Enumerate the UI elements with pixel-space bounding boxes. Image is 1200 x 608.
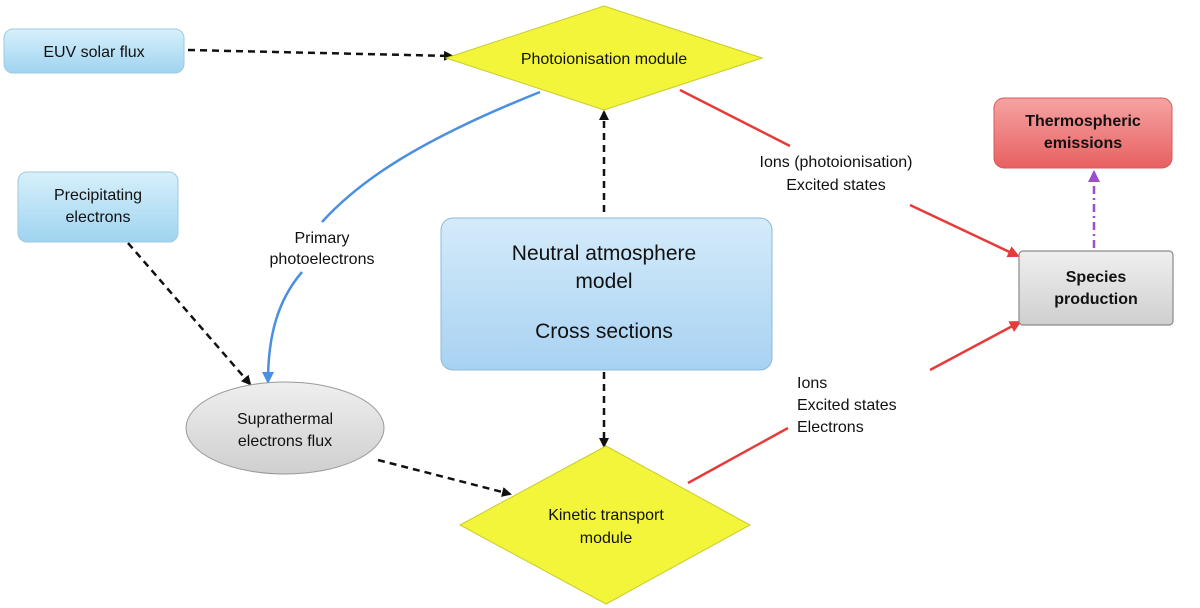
arrow-precipitating-to-suprathermal: [127, 242, 252, 386]
thermospheric-emissions-line1: Thermospheric: [1025, 113, 1141, 130]
node-kinetic-transport: Kinetic transport module: [458, 445, 752, 605]
node-suprathermal-flux: Suprathermal electrons flux: [185, 381, 385, 475]
suprathermal-flux-line1: Suprathermal: [237, 411, 333, 428]
label-primary-photoelectrons: Primary photoelectrons: [270, 230, 375, 268]
arrow-kinetic-to-species-a: [687, 426, 789, 485]
thermospheric-emissions-line2: emissions: [1044, 135, 1122, 152]
node-precipitating-electrons: Precipitating electrons: [17, 171, 179, 243]
ions-excited-electrons-line2: Excited states: [797, 397, 897, 414]
node-photoionisation-module: Photoionisation module: [444, 5, 764, 111]
neutral-atmosphere-line1: Neutral atmosphere: [512, 242, 696, 265]
arrow-kinetic-to-species-b: [929, 320, 1022, 372]
primary-photoelectrons-line1: Primary: [294, 230, 349, 247]
species-production-line2: production: [1054, 291, 1138, 308]
primary-photoelectrons-line2: photoelectrons: [270, 251, 375, 268]
arrow-photoionisation-to-suprathermal-tail: [262, 271, 303, 384]
arrow-photoionisation-to-species-a: [679, 88, 791, 148]
kinetic-transport-line2: module: [580, 530, 633, 547]
precipitating-electrons-line1: Precipitating: [54, 187, 142, 204]
kinetic-transport-line1: Kinetic transport: [548, 507, 664, 524]
ions-excited-electrons-line1: Ions: [797, 375, 827, 392]
euv-solar-flux-label: EUV solar flux: [43, 44, 144, 61]
photoionisation-module-label: Photoionisation module: [521, 51, 687, 68]
arrow-suprathermal-to-kinetic: [377, 458, 512, 497]
node-euv-solar-flux: EUV solar flux: [3, 28, 185, 74]
neutral-atmosphere-line2: model: [575, 270, 632, 293]
node-thermospheric-emissions: Thermospheric emissions: [993, 97, 1173, 169]
precipitating-electrons-line2: electrons: [66, 209, 131, 226]
arrow-photoionisation-to-suprathermal: [321, 90, 541, 223]
arrow-euv-to-photoionisation: [187, 48, 454, 61]
label-ions-excited-electrons: Ions Excited states Electrons: [797, 375, 897, 436]
node-neutral-atmosphere: Neutral atmosphere model Cross sections: [440, 217, 773, 371]
ions-photoionisation-line1: Ions (photoionisation): [760, 154, 913, 171]
ions-excited-electrons-line3: Electrons: [797, 419, 864, 436]
arrow-photoionisation-to-species-b: [909, 203, 1020, 258]
ions-photoionisation-line2: Excited states: [786, 177, 886, 194]
label-ions-photoionisation: Ions (photoionisation) Excited states: [760, 154, 913, 194]
suprathermal-flux-line2: electrons flux: [238, 433, 332, 450]
neutral-atmosphere-line3: Cross sections: [535, 320, 673, 343]
species-production-line1: Species: [1066, 269, 1127, 286]
node-species-production: Species production: [1018, 250, 1174, 326]
